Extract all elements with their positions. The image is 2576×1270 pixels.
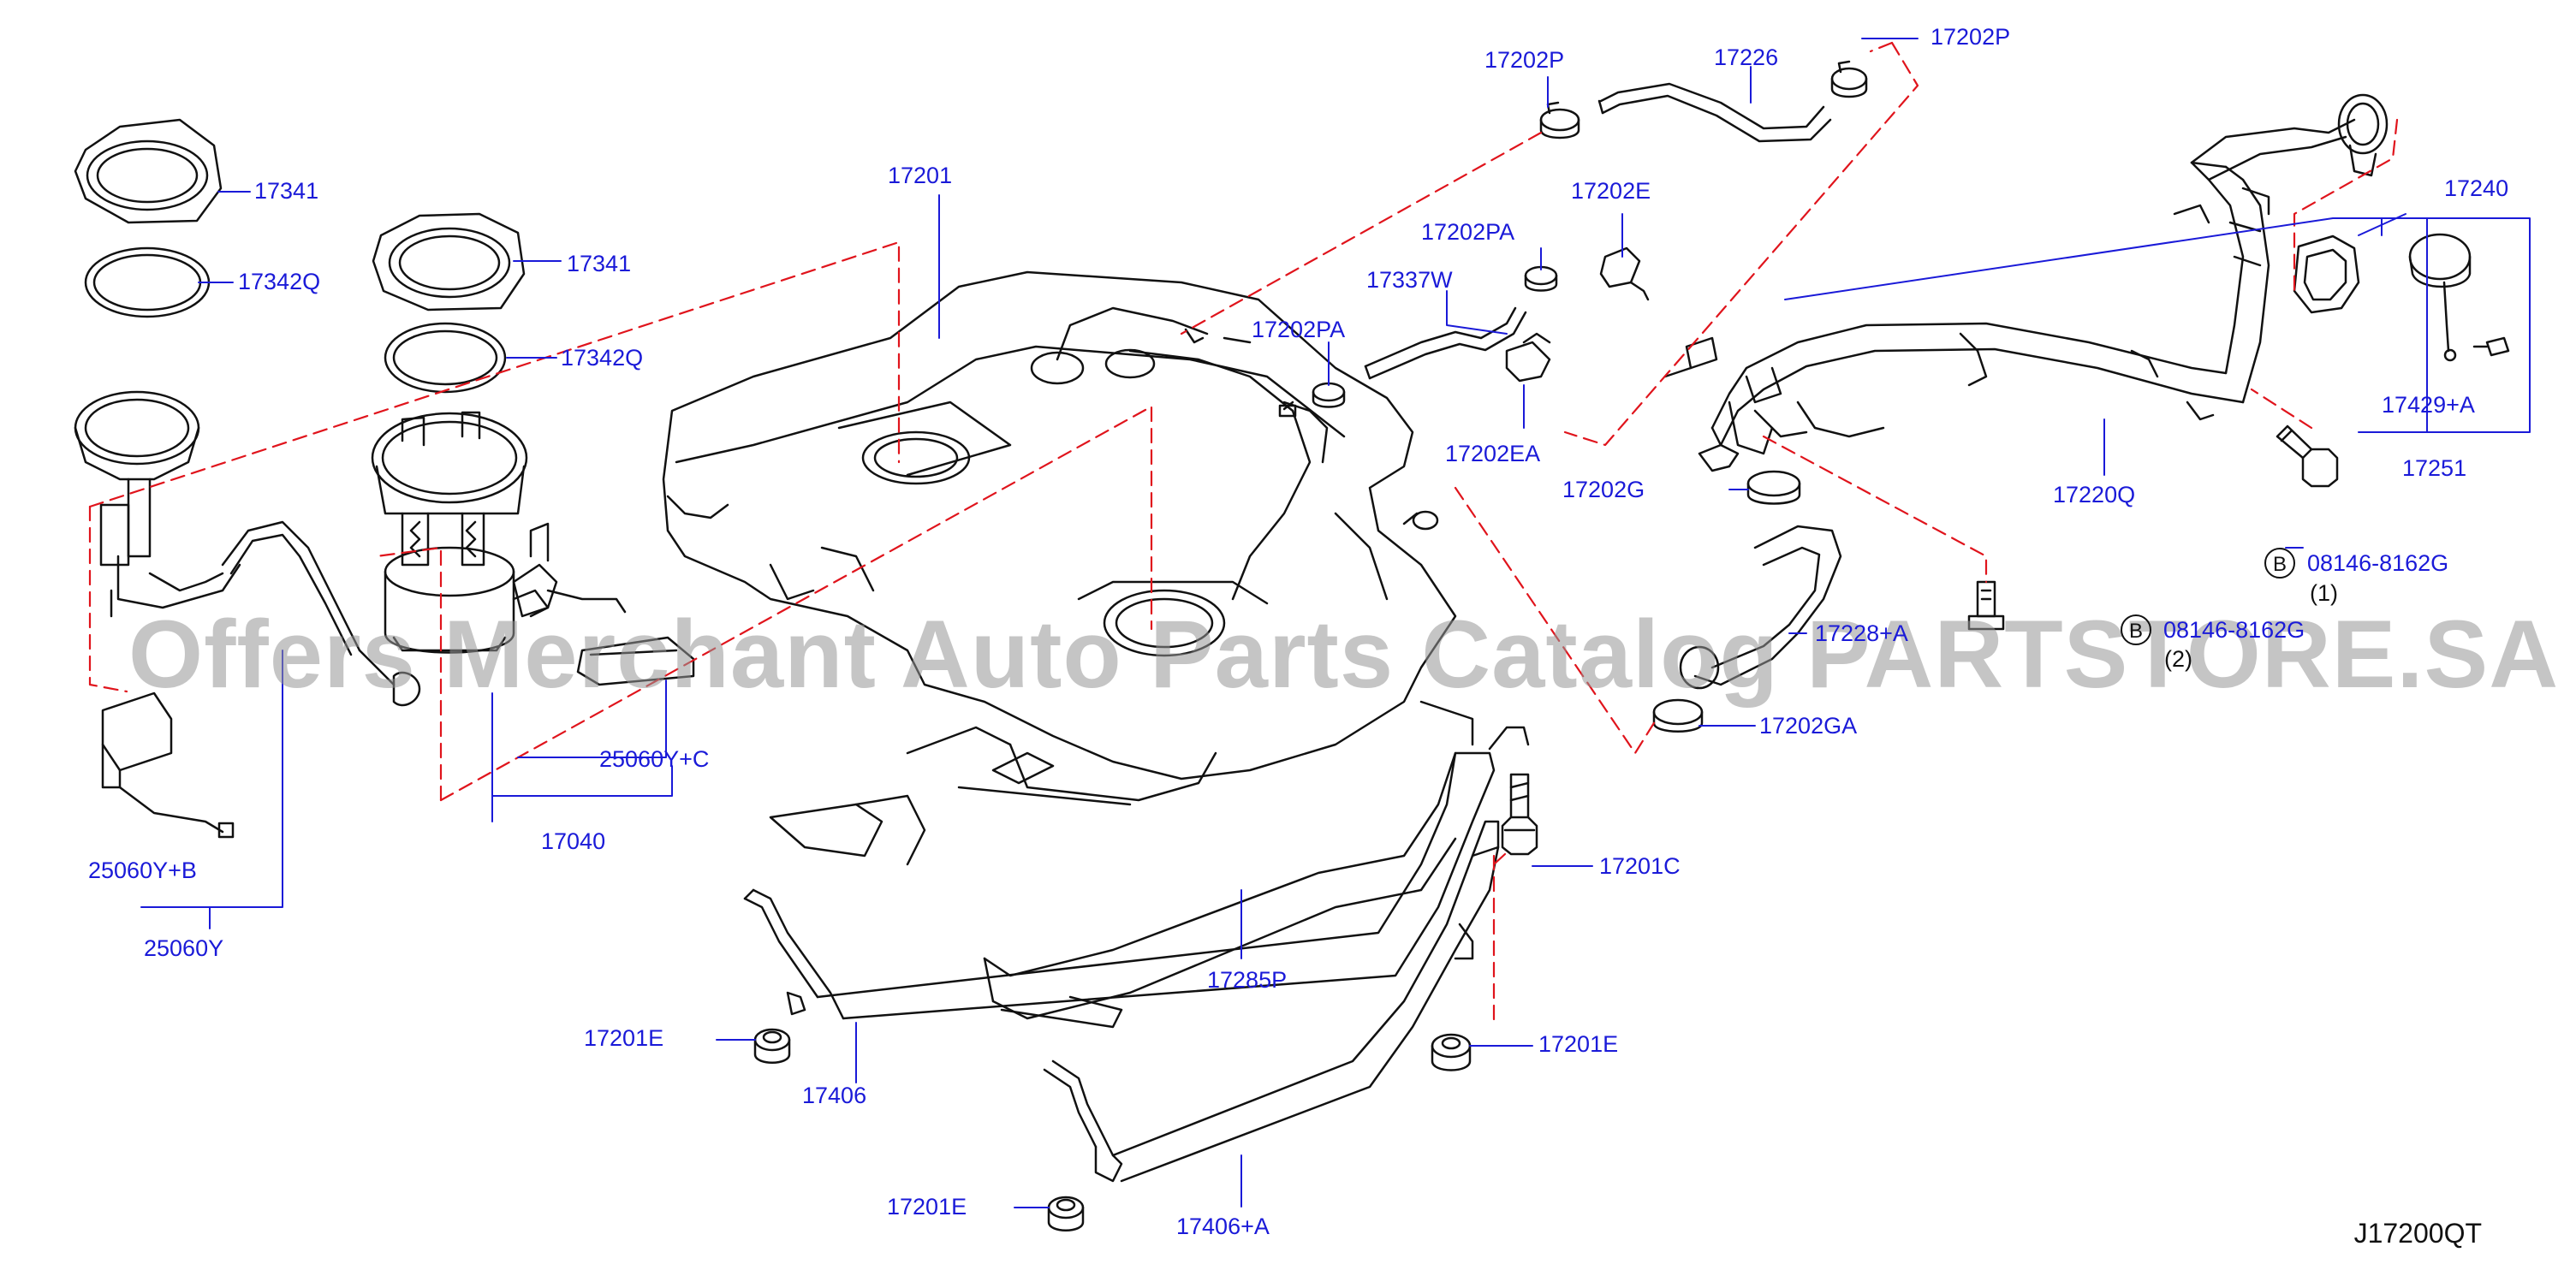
callout-17202p-left[interactable]: 17202P xyxy=(1484,47,1565,73)
callout-17251[interactable]: 17251 xyxy=(2402,455,2467,481)
callout-17226[interactable]: 17226 xyxy=(1714,45,1779,70)
callout-17341-right[interactable]: 17341 xyxy=(567,251,632,276)
callout-17406a[interactable]: 17406+A xyxy=(1176,1214,1270,1239)
nut-17201e-left xyxy=(753,1028,791,1064)
hose-17228a xyxy=(1679,525,1842,690)
callout-17201e-left[interactable]: 17201E xyxy=(584,1025,664,1051)
callout-17201[interactable]: 17201 xyxy=(888,163,953,188)
gasket-17342q-left xyxy=(84,246,211,318)
fuel-pump-module-17040 xyxy=(371,411,627,654)
callout-17202e[interactable]: 17202E xyxy=(1571,178,1651,204)
hose-17337w xyxy=(1364,306,1527,380)
nut-17201e-right xyxy=(1431,1033,1472,1071)
callout-17201c[interactable]: 17201C xyxy=(1599,853,1681,879)
hose-17226 xyxy=(1597,82,1832,143)
fuel-tank-17201 xyxy=(662,270,1457,802)
clip-17202ea xyxy=(1505,332,1551,383)
bracket-17406a xyxy=(1043,820,1500,1183)
diagram-code: J17200QT xyxy=(2353,1218,2482,1249)
clamp-17202p-right xyxy=(1830,60,1868,98)
callout-17202pa-mid[interactable]: 17202PA xyxy=(1252,317,1346,342)
clip-17202e xyxy=(1599,246,1650,301)
callout-17341-left[interactable]: 17341 xyxy=(254,178,319,204)
callout-17201e-right[interactable]: 17201E xyxy=(1538,1031,1619,1057)
callout-17202pa-top[interactable]: 17202PA xyxy=(1421,219,1515,245)
callout-25060y-b[interactable]: 25060Y+B xyxy=(88,858,197,883)
assembly-dashed-lines xyxy=(88,41,2399,1029)
callout-17202ea[interactable]: 17202EA xyxy=(1445,441,1541,466)
callout-08146-8162g-1[interactable]: 08146-8162G xyxy=(2307,550,2449,576)
nut-17201e-bottom xyxy=(1047,1196,1085,1231)
callout-17220q[interactable]: 17220Q xyxy=(2053,482,2136,507)
callout-17342q-left[interactable]: 17342Q xyxy=(238,269,321,294)
callout-17228a[interactable]: 17228+A xyxy=(1815,620,1908,646)
quantity-2: (2) xyxy=(2164,646,2192,672)
bolt-badge-b-1: B xyxy=(2264,548,2295,579)
callout-box-17251 xyxy=(2358,217,2531,433)
filler-tube-17220q xyxy=(1663,93,2389,472)
callout-17406[interactable]: 17406 xyxy=(802,1083,867,1108)
callout-17337w[interactable]: 17337W xyxy=(1366,267,1453,293)
callout-leaders xyxy=(140,38,2428,1208)
clamp-17202pa-mid xyxy=(1312,382,1346,408)
filler-cap-17251 xyxy=(2293,233,2510,362)
callout-17202p-right[interactable]: 17202P xyxy=(1931,24,2011,50)
callout-17201e-bottom[interactable]: 17201E xyxy=(887,1194,967,1220)
fuel-level-sender-25060y xyxy=(74,390,421,839)
callout-17040[interactable]: 17040 xyxy=(541,828,606,854)
callout-25060y-c[interactable]: 25060Y+C xyxy=(599,746,710,772)
bolt-08146-2 xyxy=(1967,580,2005,631)
retainer-ring-17341-right xyxy=(372,212,526,312)
callout-17342q-right[interactable]: 17342Q xyxy=(561,345,644,371)
callout-17429a[interactable]: 17429+A xyxy=(2382,392,2475,418)
bolt-08146-1 xyxy=(2276,424,2339,488)
callout-08146-8162g-2[interactable]: 08146-8162G xyxy=(2163,617,2305,643)
clamp-17202g xyxy=(1746,470,1801,505)
callout-25060y[interactable]: 25060Y xyxy=(144,935,224,961)
gasket-17342q-right xyxy=(384,322,507,394)
bolt-17201c xyxy=(1501,773,1538,856)
clamp-17202pa-top xyxy=(1524,265,1558,292)
bracket-17406 xyxy=(743,726,1530,1020)
clamp-17202p-left xyxy=(1539,101,1580,139)
bolt-badge-b-2: B xyxy=(2121,614,2151,645)
sender-bracket-25060y-c xyxy=(576,636,695,686)
clamp-17202ga xyxy=(1652,698,1704,733)
callout-17202g[interactable]: 17202G xyxy=(1562,477,1645,502)
quantity-1: (1) xyxy=(2310,580,2338,606)
watermark: Offers Merchant Auto Parts Catalog PARTS… xyxy=(128,601,2560,708)
callout-17240[interactable]: 17240 xyxy=(2444,175,2509,201)
callout-17285p[interactable]: 17285P xyxy=(1207,967,1288,993)
callout-17202ga[interactable]: 17202GA xyxy=(1759,713,1858,739)
retainer-ring-17341-left xyxy=(74,118,223,224)
